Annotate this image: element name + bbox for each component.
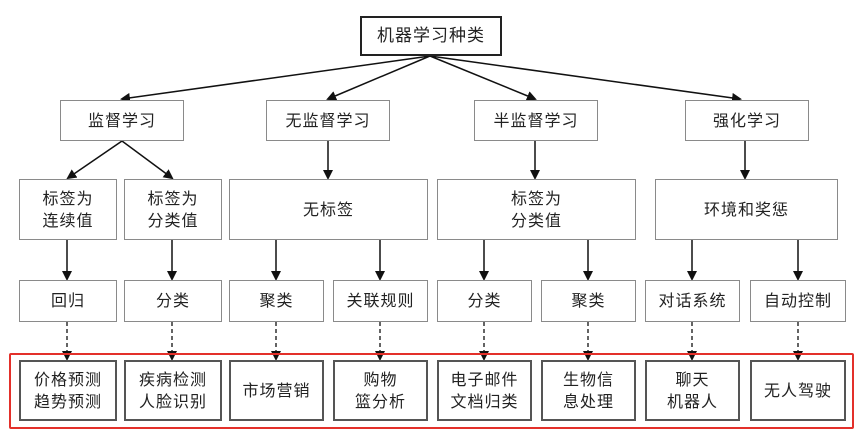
task-classification: 分类 xyxy=(124,280,222,322)
category-label: 监督学习 xyxy=(87,110,156,130)
task-label: 回归 xyxy=(50,291,85,310)
edge-root-semisupervised xyxy=(429,55,537,101)
app-label: 价格预测 趋势预测 xyxy=(33,369,102,411)
labeltype-label: 标签为 分类值 xyxy=(147,188,199,230)
category-label: 强化学习 xyxy=(712,110,781,130)
labeltype-label: 标签为 分类值 xyxy=(510,188,562,230)
app-label: 疾病检测 人脸识别 xyxy=(138,369,207,411)
category-label: 无监督学习 xyxy=(285,110,371,130)
labeltype-continuous: 标签为 连续值 xyxy=(19,179,117,240)
task-label: 聚类 xyxy=(571,291,606,310)
app-label: 电子邮件 文档归类 xyxy=(450,369,519,411)
category-unsupervised: 无监督学习 xyxy=(266,100,390,141)
task-label: 分类 xyxy=(155,291,190,310)
labeltype-nolabel: 无标签 xyxy=(229,179,428,240)
app-label: 无人驾驶 xyxy=(763,380,832,400)
app-email-classify: 电子邮件 文档归类 xyxy=(437,360,532,421)
edge-supervised-continuous xyxy=(66,140,123,180)
app-bioinformatics: 生物信 息处理 xyxy=(541,360,636,421)
labeltype-environment: 环境和奖惩 xyxy=(655,179,838,240)
task-label: 聚类 xyxy=(259,291,294,310)
task-semi-classification: 分类 xyxy=(437,280,532,322)
task-dialog-system: 对话系统 xyxy=(645,280,740,322)
category-supervised: 监督学习 xyxy=(60,100,184,141)
task-label: 分类 xyxy=(467,291,502,310)
task-auto-control: 自动控制 xyxy=(750,280,846,322)
task-semi-clustering: 聚类 xyxy=(541,280,636,322)
edge-root-unsupervised xyxy=(326,55,431,101)
app-label: 聊天 机器人 xyxy=(666,369,718,411)
app-marketing: 市场营销 xyxy=(229,360,324,421)
task-label: 对话系统 xyxy=(658,291,727,310)
app-chatbot: 聊天 机器人 xyxy=(645,360,740,421)
labeltype-label: 环境和奖惩 xyxy=(703,199,789,219)
root-label: 机器学习种类 xyxy=(377,26,485,46)
task-clustering: 聚类 xyxy=(229,280,324,322)
labeltype-label: 无标签 xyxy=(302,199,354,219)
category-label: 半监督学习 xyxy=(493,110,579,130)
labeltype-label: 标签为 连续值 xyxy=(42,188,94,230)
root-node: 机器学习种类 xyxy=(360,16,502,56)
task-association-rules: 关联规则 xyxy=(333,280,428,322)
edge-root-reinforcement xyxy=(429,55,742,103)
task-regression: 回归 xyxy=(19,280,117,322)
app-disease-face: 疾病检测 人脸识别 xyxy=(124,360,222,421)
app-autonomous-driving: 无人驾驶 xyxy=(750,360,846,421)
app-price-trend: 价格预测 趋势预测 xyxy=(19,360,117,421)
app-label: 购物 篮分析 xyxy=(354,369,406,411)
app-label: 生物信 息处理 xyxy=(562,369,614,411)
applications-highlight-frame xyxy=(9,353,854,429)
category-reinforcement: 强化学习 xyxy=(685,100,809,141)
task-label: 自动控制 xyxy=(763,291,832,310)
app-label: 市场营销 xyxy=(242,380,311,400)
labeltype-categorical: 标签为 分类值 xyxy=(124,179,222,240)
task-label: 关联规则 xyxy=(346,291,415,310)
edge-root-supervised xyxy=(120,55,431,103)
edge-supervised-categorical xyxy=(121,140,174,180)
app-basket-analysis: 购物 篮分析 xyxy=(333,360,428,421)
labeltype-semi-categorical: 标签为 分类值 xyxy=(437,179,636,240)
category-semisupervised: 半监督学习 xyxy=(474,100,598,141)
